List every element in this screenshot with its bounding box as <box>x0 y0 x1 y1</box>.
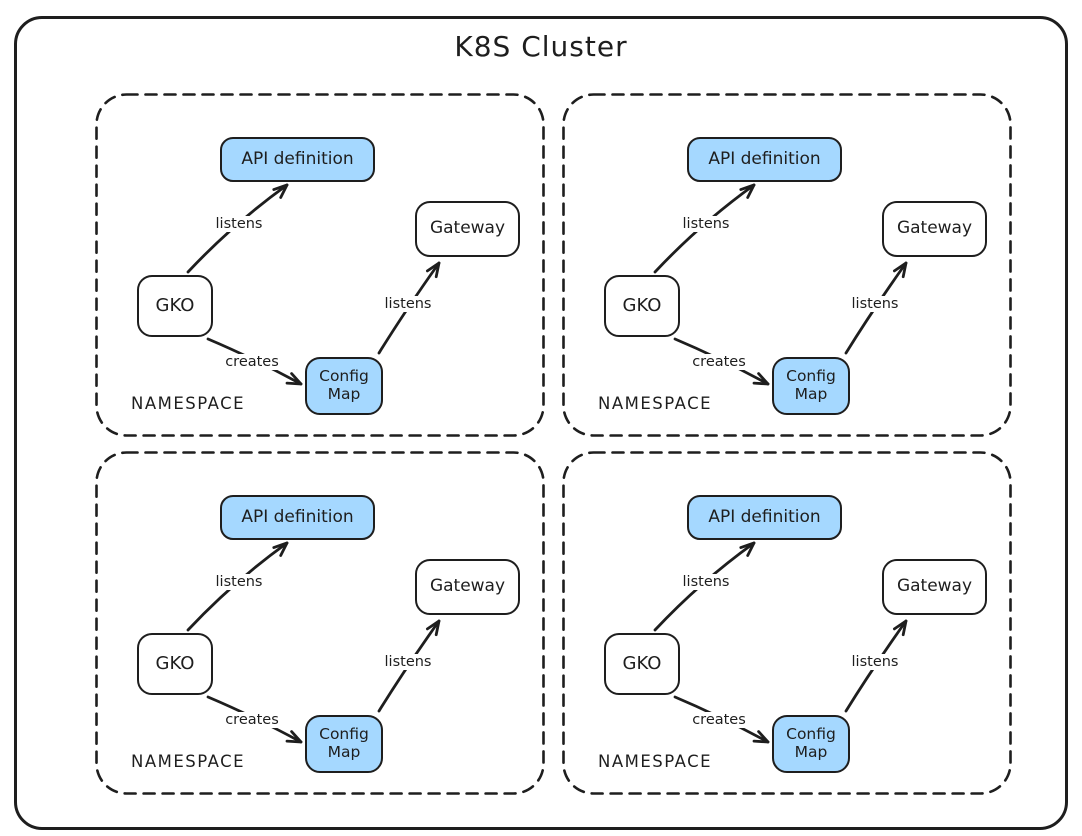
arrowhead-gko-to-configmap <box>285 372 303 386</box>
arrowhead-configmap-to-gateway <box>426 261 441 279</box>
namespace-dashed-border <box>95 451 545 795</box>
edge-label-config-listens-gateway: listens <box>381 654 435 670</box>
arrowhead-gko-to-api <box>272 541 289 557</box>
edge-label-config-listens-gateway: listens <box>381 296 435 312</box>
arrowhead-gko-to-configmap <box>752 372 770 386</box>
node-api-definition: API definition <box>687 137 842 182</box>
namespace-box-bottom-left: API definition Gateway GKO Config Map li… <box>95 451 545 795</box>
node-gko: GKO <box>137 633 213 695</box>
diagram-title: K8S Cluster <box>454 30 628 63</box>
k8s-cluster-frame <box>14 16 1068 830</box>
namespace-label: NAMESPACE <box>131 752 246 771</box>
edge-label-gko-creates-config: creates <box>689 354 749 370</box>
edges-layer <box>562 451 1012 795</box>
namespace-box-top-left: API definition Gateway GKO Config Map li… <box>95 93 545 437</box>
namespace-dashed-border <box>562 93 1012 437</box>
namespace-box-bottom-right: API definition Gateway GKO Config Map li… <box>562 451 1012 795</box>
node-api-definition: API definition <box>220 495 375 540</box>
node-gko: GKO <box>137 275 213 337</box>
arrowhead-gko-to-api <box>739 183 756 199</box>
node-gateway: Gateway <box>882 559 987 615</box>
edge-label-gko-creates-config: creates <box>689 712 749 728</box>
namespace-dashed-border <box>95 93 545 437</box>
edge-label-config-listens-gateway: listens <box>848 654 902 670</box>
node-config-map: Config Map <box>305 357 383 415</box>
node-gko: GKO <box>604 633 680 695</box>
arrowhead-gko-to-configmap <box>285 730 303 744</box>
node-api-definition: API definition <box>220 137 375 182</box>
node-api-definition: API definition <box>687 495 842 540</box>
edge-label-gko-listens-api: listens <box>212 216 266 232</box>
arrowhead-configmap-to-gateway <box>893 619 908 637</box>
arrowhead-gko-to-api <box>739 541 756 557</box>
node-config-map: Config Map <box>772 357 850 415</box>
namespace-dashed-border <box>562 451 1012 795</box>
edge-label-gko-listens-api: listens <box>212 574 266 590</box>
arrowhead-configmap-to-gateway <box>893 261 908 279</box>
node-gateway: Gateway <box>882 201 987 257</box>
edge-label-gko-listens-api: listens <box>679 574 733 590</box>
namespace-label: NAMESPACE <box>598 394 713 413</box>
edge-label-config-listens-gateway: listens <box>848 296 902 312</box>
node-config-map: Config Map <box>305 715 383 773</box>
arrowhead-gko-to-configmap <box>752 730 770 744</box>
node-gateway: Gateway <box>415 559 520 615</box>
arrowhead-configmap-to-gateway <box>426 619 441 637</box>
namespace-box-top-right: API definition Gateway GKO Config Map li… <box>562 93 1012 437</box>
edge-label-gko-creates-config: creates <box>222 712 282 728</box>
namespace-label: NAMESPACE <box>131 394 246 413</box>
node-gko: GKO <box>604 275 680 337</box>
node-gateway: Gateway <box>415 201 520 257</box>
edge-label-gko-listens-api: listens <box>679 216 733 232</box>
node-config-map: Config Map <box>772 715 850 773</box>
namespace-label: NAMESPACE <box>598 752 713 771</box>
arrowhead-gko-to-api <box>272 183 289 199</box>
edge-label-gko-creates-config: creates <box>222 354 282 370</box>
